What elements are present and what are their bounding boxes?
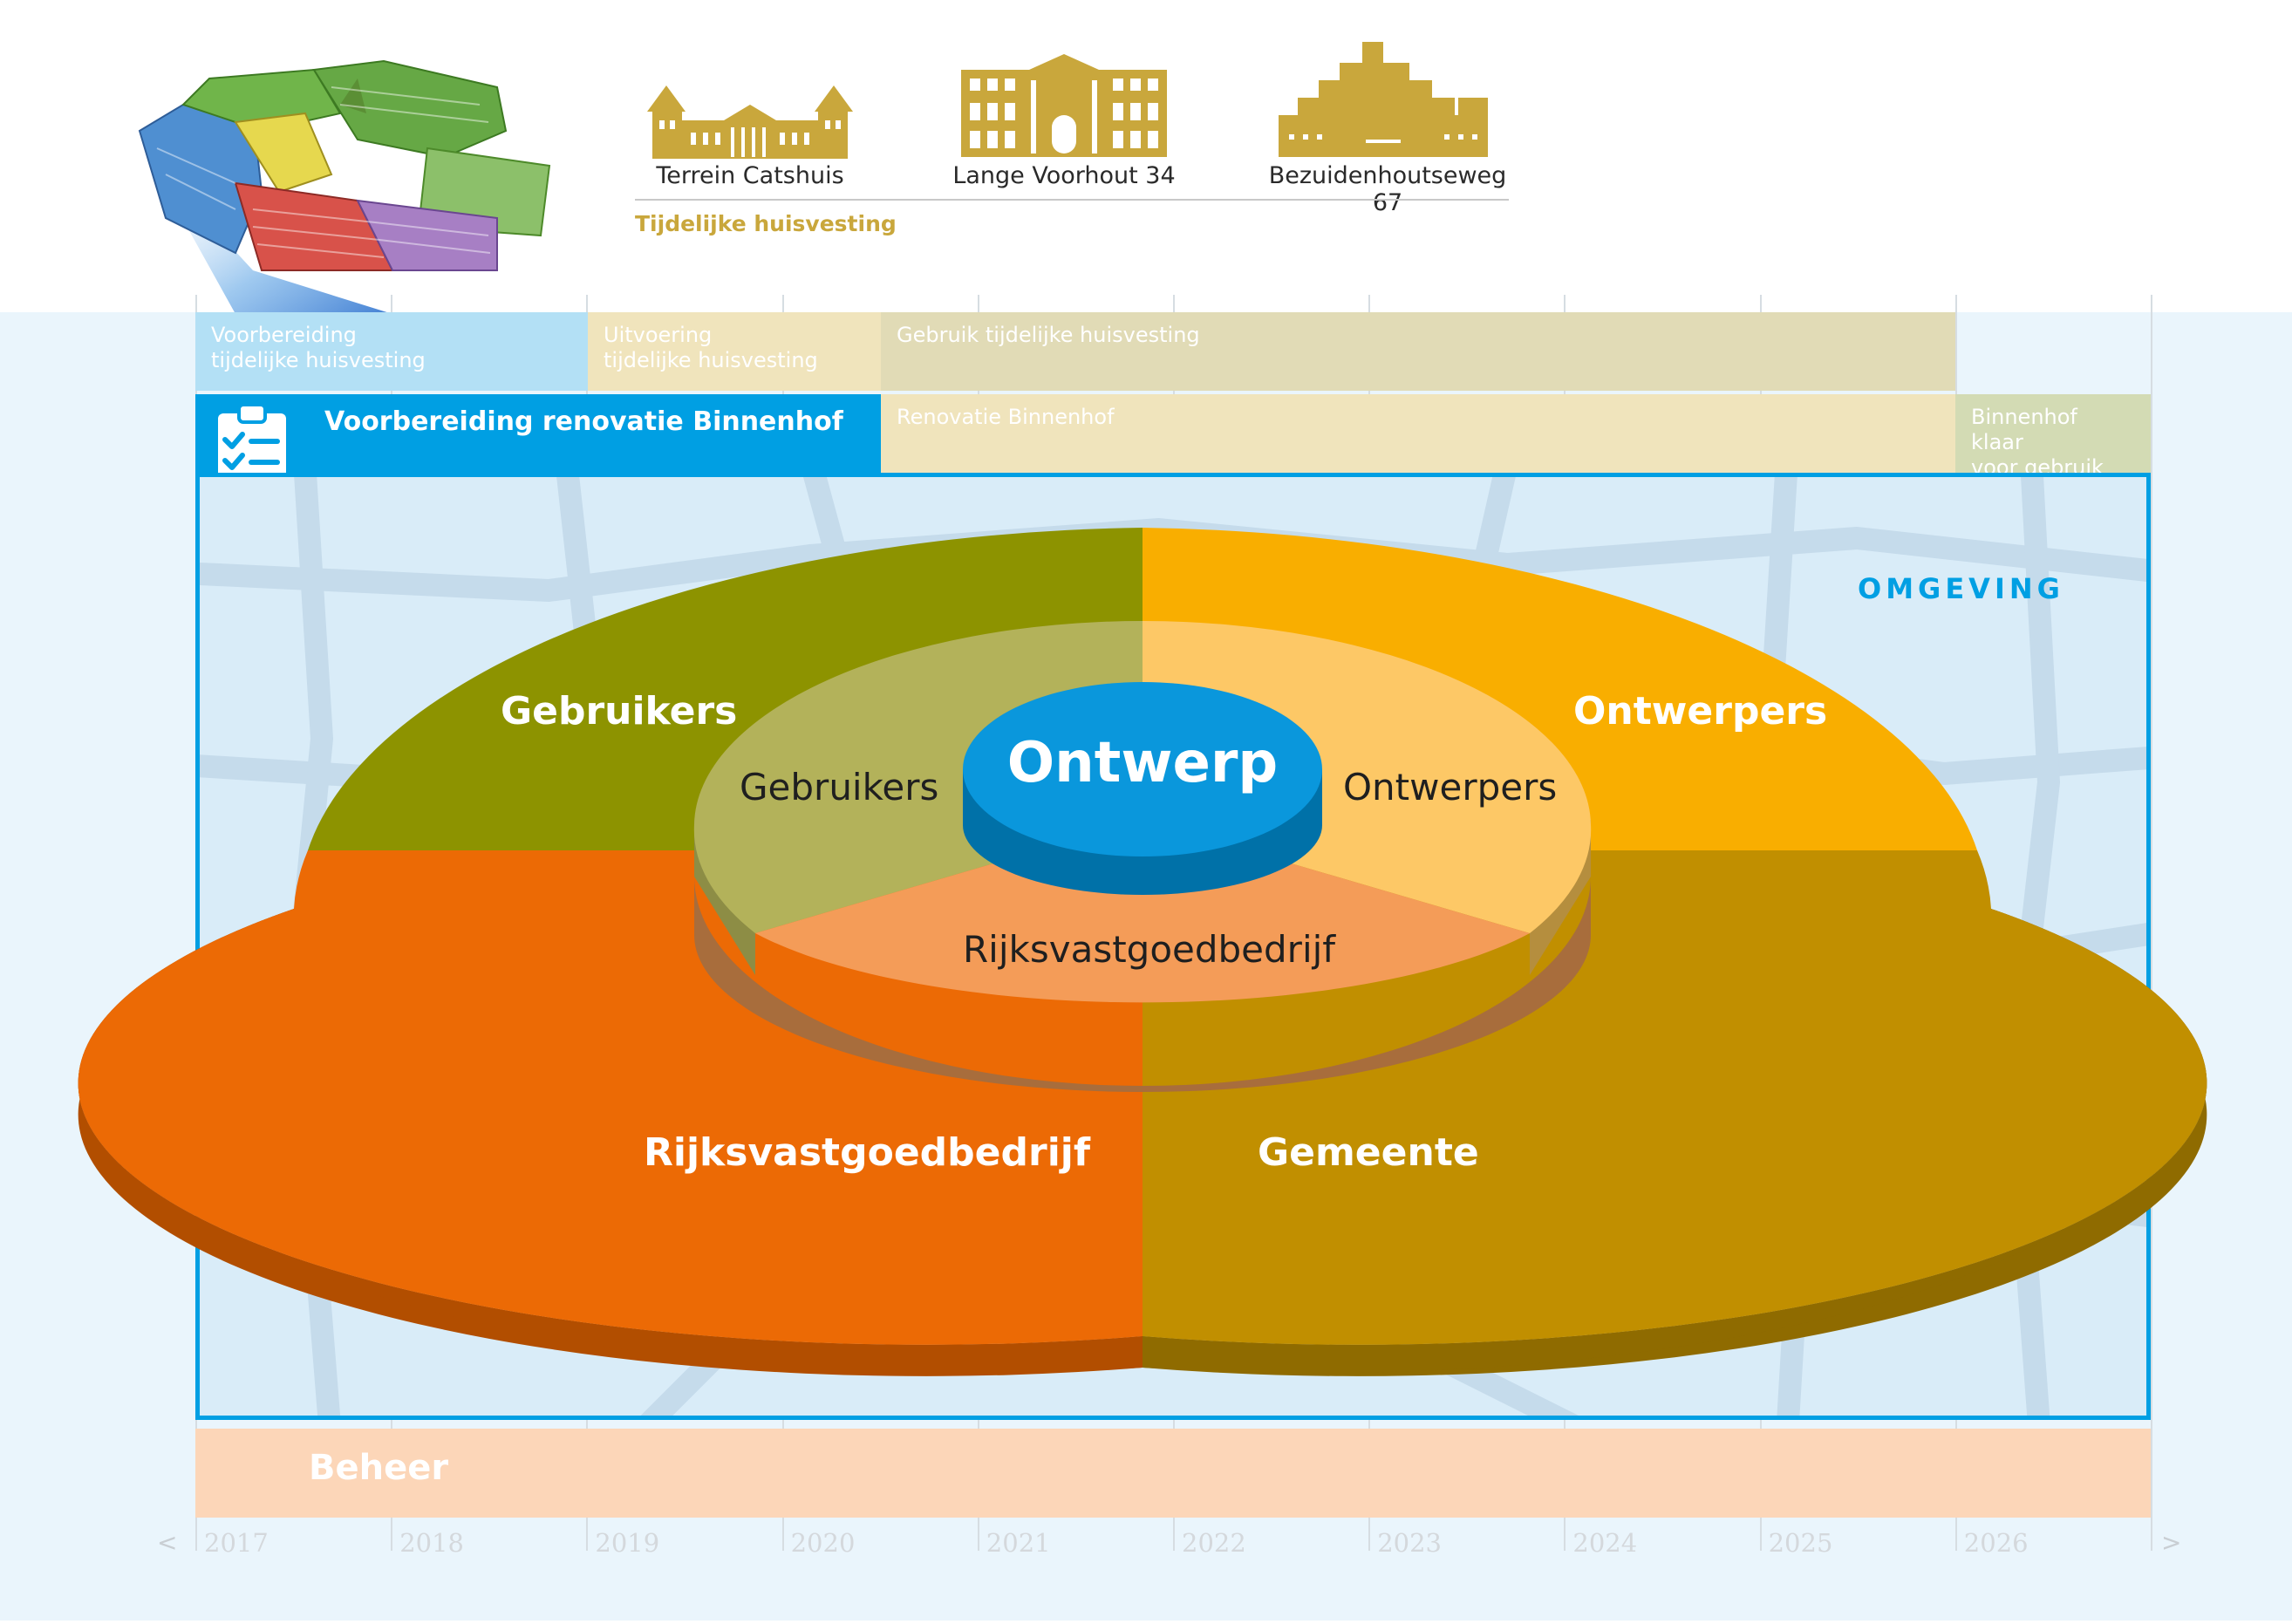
year-label-2017: 2017	[204, 1528, 269, 1558]
year-label-2021: 2021	[986, 1528, 1051, 1558]
year-label-2026: 2026	[1963, 1528, 2029, 1558]
phase-prep-renovation-label: Voorbereiding renovatie Binnenhof	[324, 406, 843, 437]
beheer-label: Beheer	[309, 1448, 449, 1488]
phase-exec-temp-housing: Uitvoering tijdelijke huisvesting	[588, 312, 881, 391]
binnenhof-illustration	[131, 52, 584, 323]
phase-ready: Binnenhof klaar voor gebruik	[1955, 394, 2151, 480]
omgeving-label: OMGEVING	[1858, 572, 2064, 605]
inner-segment-rijksvastgoedbedrijf	[755, 820, 1530, 1003]
inner-label-gebruikers: Gebruikers	[740, 766, 939, 809]
header-subtitle: Tijdelijke huisvesting	[635, 211, 897, 236]
year-label-2025: 2025	[1768, 1528, 1833, 1558]
building-label-lange-voorhout: Lange Voorhout 34	[952, 162, 1176, 189]
lange-voorhout-building-icon	[961, 54, 1167, 157]
year-label-2019: 2019	[595, 1528, 660, 1558]
catshuis-building-icon	[647, 78, 853, 161]
inner-segment-ontwerpers	[1143, 621, 1592, 933]
inner-segment-gebruikers	[693, 621, 1143, 933]
center-disc-top	[963, 682, 1322, 856]
inner-label-ontwerpers: Ontwerpers	[1343, 766, 1558, 809]
timeline-prev-arrow[interactable]: <	[157, 1528, 178, 1557]
year-label-2018: 2018	[399, 1528, 464, 1558]
year-label-2022: 2022	[1182, 1528, 1246, 1558]
year-label-2024: 2024	[1572, 1528, 1638, 1558]
outer-label-gemeente: Gemeente	[1258, 1130, 1479, 1175]
timeline-gridline	[2151, 295, 2152, 1551]
bezuidenhoutseweg-building-icon	[1279, 42, 1488, 157]
outer-label-rijksvastgoedbedrijf: Rijksvastgoedbedrijf	[644, 1130, 1090, 1175]
year-label-2020: 2020	[790, 1528, 856, 1558]
outer-label-ontwerpers: Ontwerpers	[1573, 689, 1828, 734]
year-label-2023: 2023	[1377, 1528, 1442, 1558]
beheer-band	[195, 1429, 2151, 1518]
header-divider	[635, 199, 1509, 201]
center-label-ontwerp: Ontwerp	[1006, 731, 1279, 795]
building-label-bezuidenhoutseweg: Bezuidenhoutseweg 67	[1268, 162, 1507, 216]
phase-renovation: Renovatie Binnenhof	[881, 394, 1955, 474]
inner-label-rijksvastgoedbedrijf: Rijksvastgoedbedrijf	[963, 928, 1336, 971]
timeline-next-arrow[interactable]: >	[2161, 1528, 2182, 1557]
phase-prep-temp-housing: Voorbereiding tijdelijke huisvesting	[195, 312, 588, 391]
building-label-catshuis: Terrein Catshuis	[656, 162, 844, 189]
outer-label-gebruikers: Gebruikers	[501, 689, 738, 734]
phase-use-temp-housing: Gebruik tijdelijke huisvesting	[881, 312, 1955, 391]
